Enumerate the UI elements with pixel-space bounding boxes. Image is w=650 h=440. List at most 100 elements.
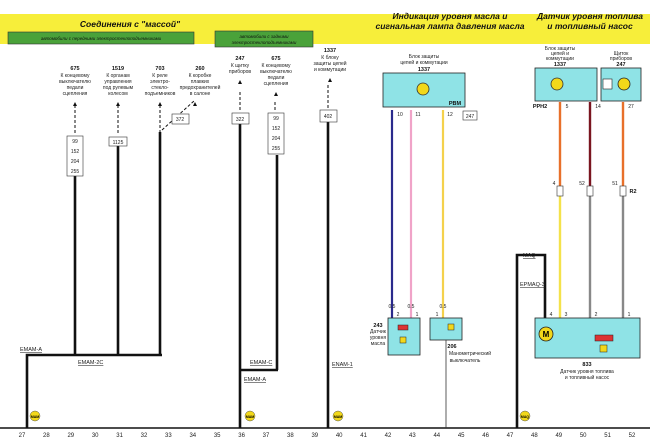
axis-label: 42 xyxy=(385,433,392,439)
oil-pin-12: 12 xyxy=(447,112,453,118)
axis-label: 37 xyxy=(263,433,270,439)
warning-lamp-icon xyxy=(416,82,430,96)
conn-name: R2 xyxy=(629,189,636,195)
variant-left-box xyxy=(7,31,195,45)
ground-target-label: в салоне xyxy=(190,91,211,97)
axis-label: 43 xyxy=(409,433,416,439)
variant-right-box xyxy=(214,30,314,48)
fuel-pin-27: 27 xyxy=(628,104,634,110)
oil-sensor-label-1: Датчик xyxy=(370,329,387,335)
ground-point-2: MAM xyxy=(244,410,256,422)
ground-target-label: педали xyxy=(67,85,84,91)
svg-text:MAQ: MAQ xyxy=(521,415,529,419)
ground-target-label: К коробке xyxy=(189,73,212,79)
fuel-unit-label-3: коммутации xyxy=(546,56,574,62)
ground-target-label: плавких xyxy=(191,79,210,85)
axis-label: 51 xyxy=(604,433,611,439)
oil-sensor-label-2: уровня xyxy=(370,335,386,341)
sensor-pin-1: 1 xyxy=(416,312,419,318)
fuel-lamp-icon xyxy=(550,77,564,91)
gauge-3: 0.5 xyxy=(440,304,447,310)
svg-text:204: 204 xyxy=(71,159,80,165)
sensor-pin-2: 2 xyxy=(397,312,400,318)
cluster-label-2: приборов xyxy=(610,56,632,62)
fuel-unit-num: 1337 xyxy=(554,62,566,68)
ground-target-num: 247 xyxy=(235,56,244,62)
oil-title-1: Индикация уровня масла и xyxy=(393,11,509,21)
ground-target-num: 675 xyxy=(271,56,280,62)
fuel-title-1: Датчик уровня топлива xyxy=(536,11,643,21)
splice-emam-c: EMAM-C xyxy=(250,360,272,366)
ground-point-3: MAM xyxy=(332,410,344,422)
oil-pressure-switch xyxy=(429,317,463,341)
ground-target-label: управления xyxy=(104,79,132,85)
oil-level-sensor xyxy=(387,317,421,356)
axis-label: 30 xyxy=(92,433,99,439)
cluster-label-1: Щиток xyxy=(614,51,629,57)
axis-label: 41 xyxy=(360,433,367,439)
variant-left: автомобили с передними электростеклоподъ… xyxy=(41,36,162,41)
resistor-icon xyxy=(397,324,409,331)
arrow-icon xyxy=(193,102,197,106)
switch-num: 206 xyxy=(447,344,456,350)
arrow-icon xyxy=(274,92,278,96)
fuel-pin-14: 14 xyxy=(595,104,601,110)
oil-pin-10: 10 xyxy=(397,112,403,118)
axis-label: 35 xyxy=(214,433,221,439)
fuel-pump-icon xyxy=(602,78,613,90)
ground-target-label: педали xyxy=(268,75,285,81)
svg-text:255: 255 xyxy=(272,146,281,152)
switch-label-1: Манометрический xyxy=(449,350,491,357)
splice-emam-a2: EMAM-A xyxy=(244,377,266,383)
connector-ref-f: 402 xyxy=(324,114,333,120)
ground-target-num: 1519 xyxy=(112,66,124,72)
ground-target-num: 675 xyxy=(70,66,79,72)
axis-label: 36 xyxy=(238,433,245,439)
axis-label: 40 xyxy=(336,433,343,439)
arrow-icon xyxy=(158,102,162,106)
module-label-2: и топливный насос xyxy=(565,374,610,381)
cluster-num: 247 xyxy=(616,62,625,68)
module-label-1: Датчик уровня топлива xyxy=(560,369,614,375)
ground-target-num: 1337 xyxy=(324,48,336,54)
splice-maq: MAQ xyxy=(523,253,536,259)
ground-target-label: выключателю xyxy=(260,69,292,75)
module-num: 833 xyxy=(582,362,591,368)
switch-label-2: выключатель xyxy=(450,358,481,364)
axis-label: 47 xyxy=(507,433,514,439)
module-pin-4: 4 xyxy=(550,312,553,318)
ground-target-label: и коммутации xyxy=(314,67,346,73)
axis-label: 28 xyxy=(43,433,50,439)
gauge-1: 0.5 xyxy=(389,304,396,310)
axis-label: 44 xyxy=(433,433,440,439)
axis-label: 29 xyxy=(67,433,74,439)
axis-label: 49 xyxy=(555,433,562,439)
float-icon xyxy=(599,344,608,353)
switch-pin-1: 1 xyxy=(436,312,439,318)
ground-target-label: К концевому xyxy=(60,73,90,79)
fuel-unit-conn: PPH2 xyxy=(533,104,547,110)
ground-target-label: подъемников xyxy=(145,91,176,97)
oil-unit-label-1: Блок защиты xyxy=(409,54,440,60)
fuel-title-2: и топливный насос xyxy=(547,21,633,31)
ground-target-num: 260 xyxy=(195,66,204,72)
module-pin-2: 2 xyxy=(595,312,598,318)
ground-target-label: К реле xyxy=(152,73,168,79)
fuel-gauge-icon xyxy=(617,77,631,91)
ground-target-label: К щитку xyxy=(231,63,250,69)
switch-element-icon xyxy=(447,323,455,331)
ground-target-num: 703 xyxy=(155,66,164,72)
fuel-protection-unit xyxy=(534,67,598,102)
ground-target-label: предохранителей xyxy=(180,84,221,91)
oil-unit-label-2: цепей и коммутации xyxy=(400,59,448,66)
splice-enam-1: ENAM-1 xyxy=(332,362,353,368)
connector-ref-g: 247 xyxy=(466,114,475,120)
connector-ref-d: 322 xyxy=(236,117,245,123)
axis-label: 34 xyxy=(189,433,196,439)
conn-pin-52: 52 xyxy=(579,181,585,187)
